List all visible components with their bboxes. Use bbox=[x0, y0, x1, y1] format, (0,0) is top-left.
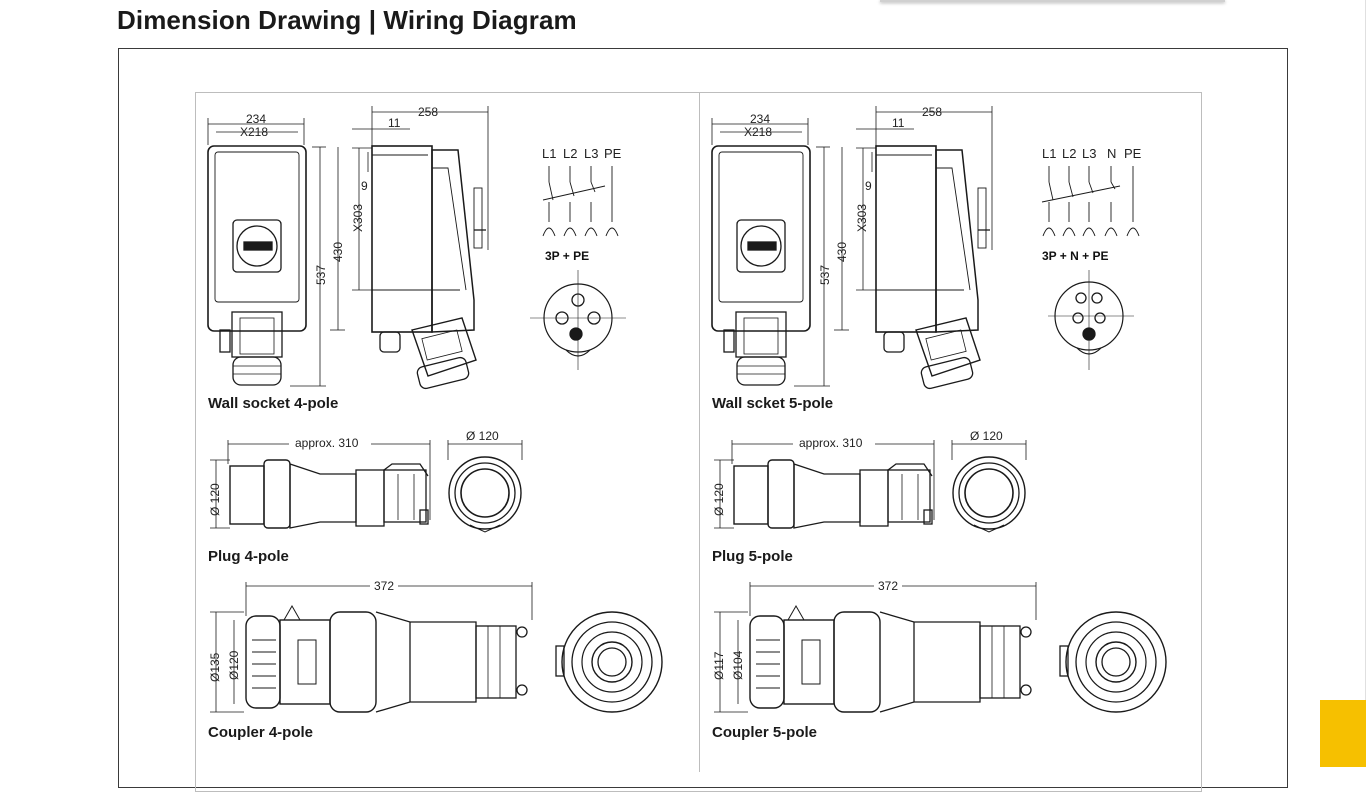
wiring-diagram-4-pole: L1 L2 L3 PE 3P + PE bbox=[530, 146, 626, 370]
scroll-to-top-button[interactable] bbox=[1320, 700, 1366, 767]
dim-depth: 258 bbox=[418, 105, 438, 119]
wall-socket-side-view: 258 11 X303 9 bbox=[351, 105, 489, 390]
column-divider bbox=[699, 92, 700, 772]
caption-wall-socket-4-pole: Wall socket 4-pole bbox=[208, 395, 339, 412]
plug-end-view: Ø 120 bbox=[447, 429, 523, 533]
coupler-d-inner: Ø120 bbox=[227, 650, 241, 680]
dim-height-537: 537 bbox=[314, 265, 328, 285]
page-title: Dimension Drawing | Wiring Diagram bbox=[117, 5, 577, 35]
left-column-drawings: 234 X218 537 430 258 11 X303 9 bbox=[207, 105, 663, 713]
wiring-label-l3: L3 bbox=[584, 146, 598, 161]
caption-coupler-4-pole: Coupler 4-pole bbox=[208, 724, 314, 741]
coupler-d-outer: Ø135 bbox=[208, 652, 222, 682]
caption-plug-4-pole: Plug 4-pole bbox=[208, 548, 289, 565]
plug-end-diameter: Ø 120 bbox=[466, 429, 499, 443]
wiring-label-l1: L1 bbox=[542, 146, 556, 161]
dim-offset: 11 bbox=[388, 116, 401, 130]
coupler-end-view bbox=[555, 611, 663, 713]
plug-diameter: Ø 120 bbox=[208, 483, 222, 516]
dim-x-width: X218 bbox=[240, 125, 268, 139]
coupler-side-view: 372 Ø135 Ø120 bbox=[208, 578, 533, 713]
caption-coupler-5-pole: Coupler 5-pole bbox=[712, 724, 818, 741]
wiring-label-l2: L2 bbox=[563, 146, 577, 161]
plug-length: approx. 310 bbox=[295, 436, 359, 450]
dim-width: 234 bbox=[246, 112, 266, 126]
wiring-type: 3P + PE bbox=[545, 249, 589, 263]
wall-socket-front-view: 234 X218 537 430 bbox=[207, 112, 345, 387]
caption-wall-socket-5-pole: Wall scket 5-pole bbox=[712, 395, 834, 412]
wiring-label-pe: PE bbox=[604, 146, 622, 161]
coupler-length: 372 bbox=[374, 579, 394, 593]
plug-side-view: approx. 310 Ø 120 bbox=[208, 436, 431, 529]
caption-plug-5-pole: Plug 5-pole bbox=[712, 548, 793, 565]
dim-x-height: X303 bbox=[351, 204, 365, 232]
dim-height-430: 430 bbox=[331, 242, 345, 262]
overlay-edge bbox=[880, 0, 1225, 2]
dim-small: 9 bbox=[361, 179, 368, 193]
